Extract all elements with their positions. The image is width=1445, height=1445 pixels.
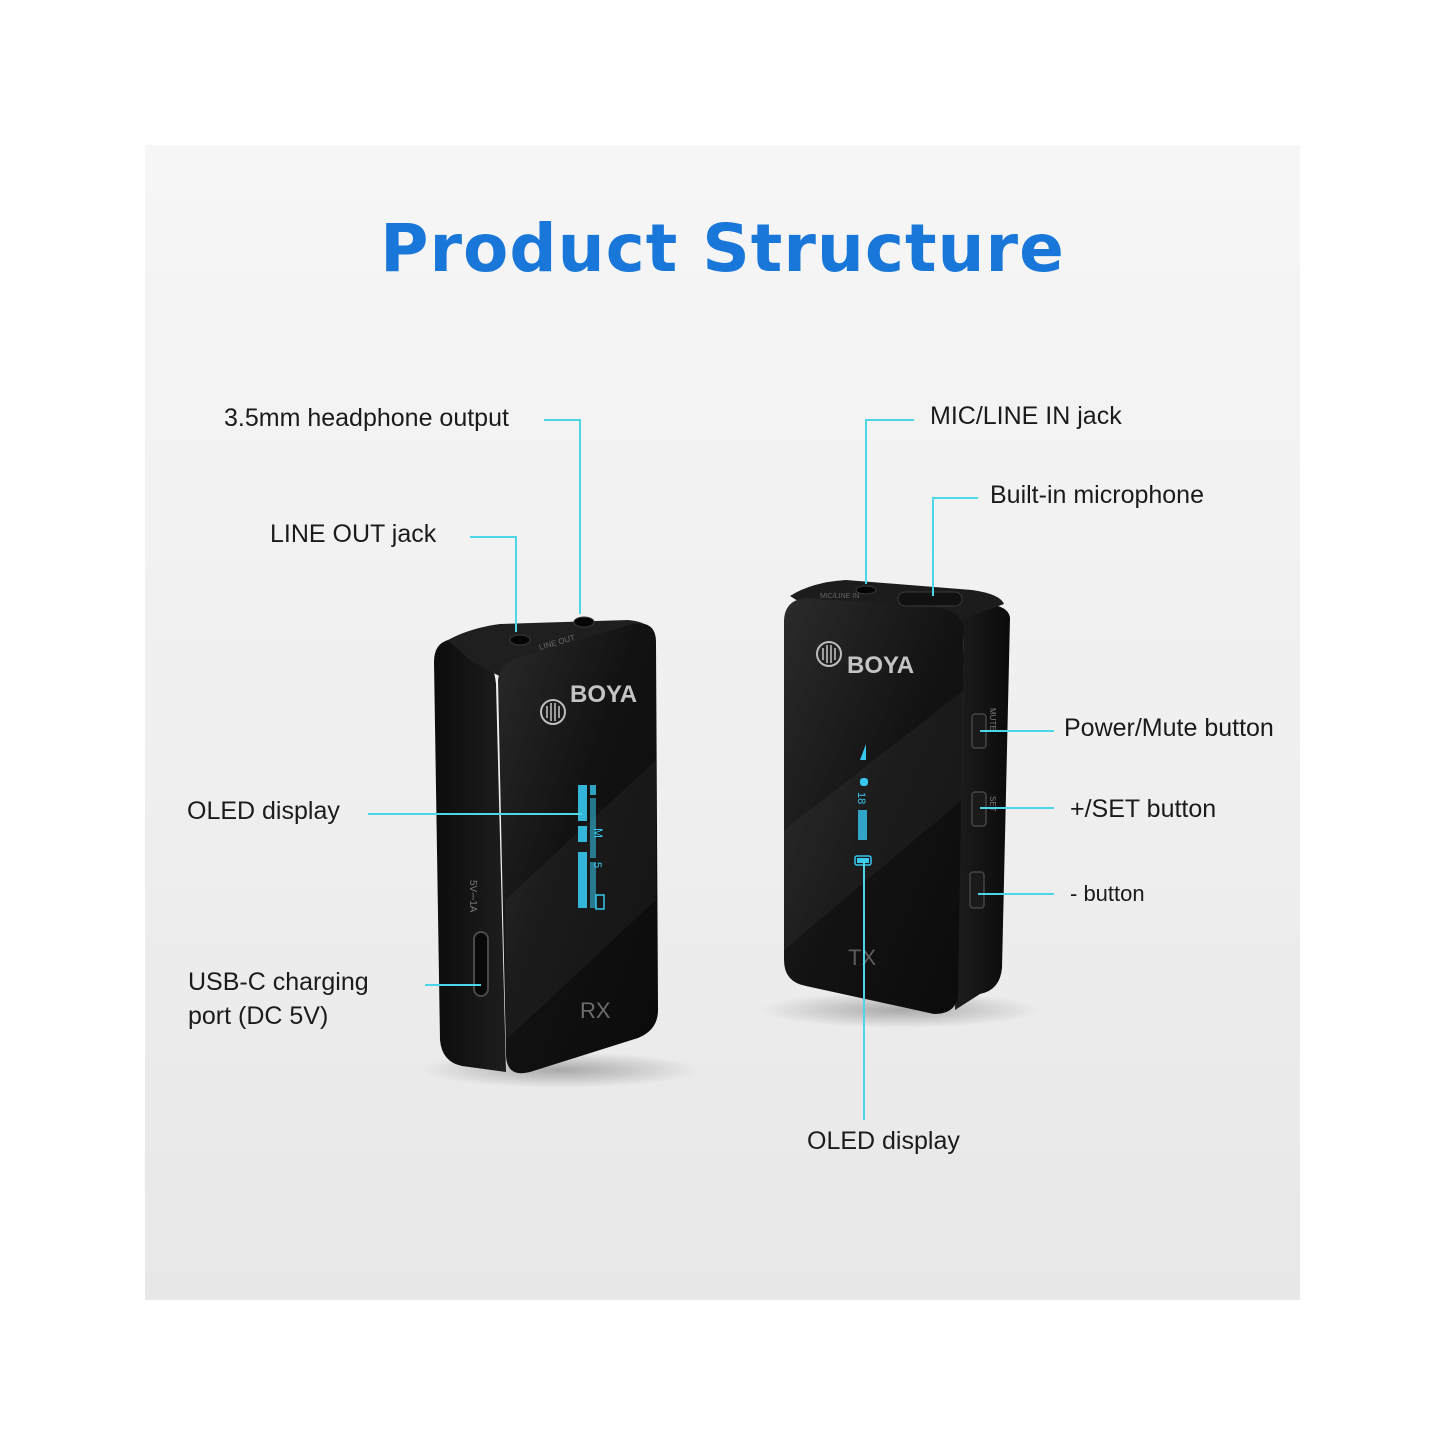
tx-shadow bbox=[760, 992, 1040, 1028]
rx-name-label: RX bbox=[580, 998, 611, 1023]
rx-side-panel bbox=[434, 640, 506, 1072]
background-panel bbox=[145, 145, 1300, 1300]
label-set-button: +/SET button bbox=[1070, 795, 1217, 823]
tx-mute-label: MUTE bbox=[988, 708, 997, 731]
label-line-out-jack: LINE OUT jack bbox=[270, 520, 437, 548]
tx-brand-text: BOYA bbox=[847, 652, 914, 679]
label-minus-button: - button bbox=[1070, 881, 1145, 906]
rx-front-face bbox=[498, 623, 658, 1074]
tx-builtin-mic-grille bbox=[897, 591, 963, 607]
rx-receiver: LINE OUT BOYA M 5 5V⎓1A RX bbox=[434, 616, 658, 1074]
tx-oled-value: 18 bbox=[855, 792, 867, 804]
rx-headphone-jack bbox=[573, 616, 595, 628]
rx-port-rating: 5V⎓1A bbox=[467, 880, 478, 913]
label-usb-c-line2: port (DC 5V) bbox=[188, 1002, 329, 1030]
leader-headphone-output bbox=[544, 419, 581, 614]
leader-mic-line-in bbox=[865, 419, 914, 584]
tx-name-label: TX bbox=[848, 945, 876, 970]
boya-logo-icon bbox=[816, 641, 842, 667]
leader-lines bbox=[368, 419, 1054, 1120]
label-power-mute-button: Power/Mute button bbox=[1064, 714, 1274, 742]
usb-c-port-icon bbox=[473, 931, 489, 997]
label-mic-line-in-jack: MIC/LINE IN jack bbox=[930, 402, 1122, 430]
page-title: Product Structure bbox=[380, 210, 1065, 287]
rx-oled-display: M 5 bbox=[578, 785, 605, 910]
boya-logo-icon bbox=[540, 699, 566, 725]
tx-transmitter: MIC/LINE IN BOYA 18 TX MUTE SET bbox=[784, 580, 1010, 1014]
rx-brand-text: BOYA bbox=[570, 681, 637, 708]
rx-oled-mode: M bbox=[591, 828, 605, 838]
tx-front-face bbox=[784, 598, 964, 1014]
label-rx-oled-display: OLED display bbox=[187, 797, 340, 825]
leader-line-out-jack bbox=[470, 536, 517, 632]
leader-builtin-mic bbox=[932, 497, 978, 596]
tx-mic-line-in-jack bbox=[855, 585, 877, 595]
tx-minus-button bbox=[969, 871, 985, 909]
rx-oled-level: 5 bbox=[591, 862, 603, 868]
tx-set-label: SET bbox=[988, 796, 997, 812]
label-headphone-output: 3.5mm headphone output bbox=[224, 404, 509, 432]
label-builtin-microphone: Built-in microphone bbox=[990, 481, 1204, 509]
label-tx-oled-display: OLED display bbox=[807, 1127, 960, 1155]
tx-jack-label: MIC/LINE IN bbox=[820, 593, 859, 600]
label-usb-c-line1: USB-C charging bbox=[188, 968, 369, 996]
tx-top-panel bbox=[790, 580, 1004, 620]
tx-gloss bbox=[784, 690, 964, 950]
rx-line-out-jack bbox=[509, 634, 531, 646]
